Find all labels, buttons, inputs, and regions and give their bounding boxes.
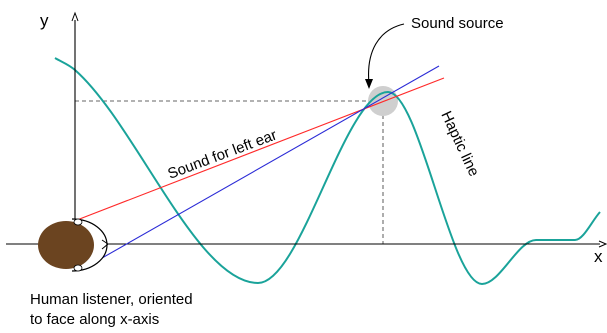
haptic-line [54, 57, 601, 286]
left-ear-sound-label: Sound for left ear [165, 127, 279, 183]
left-ear-ray [76, 77, 445, 221]
human-listener-head [38, 218, 109, 272]
listener-left-ear [73, 218, 83, 226]
sound-source-marker [368, 86, 398, 116]
sound-source-label: Sound source [411, 15, 504, 32]
y-axis-arrowhead [71, 11, 79, 22]
x-axis-arrowhead [598, 240, 607, 248]
listener-label-line2: to face along x-axis [30, 311, 159, 328]
sound-source-callout-arrow [367, 23, 405, 85]
listener-nose [101, 239, 109, 250]
right-ear-ray [80, 65, 440, 271]
listener-label-line1: Human listener, oriented [30, 291, 193, 308]
y-axis-label: y [40, 11, 49, 30]
haptic-line-label: Haptic line [437, 109, 482, 180]
sound-source-arrowhead [365, 79, 373, 89]
listener-hair [38, 221, 94, 269]
x-axis-label: x [594, 247, 603, 266]
listener-right-ear [73, 264, 83, 272]
